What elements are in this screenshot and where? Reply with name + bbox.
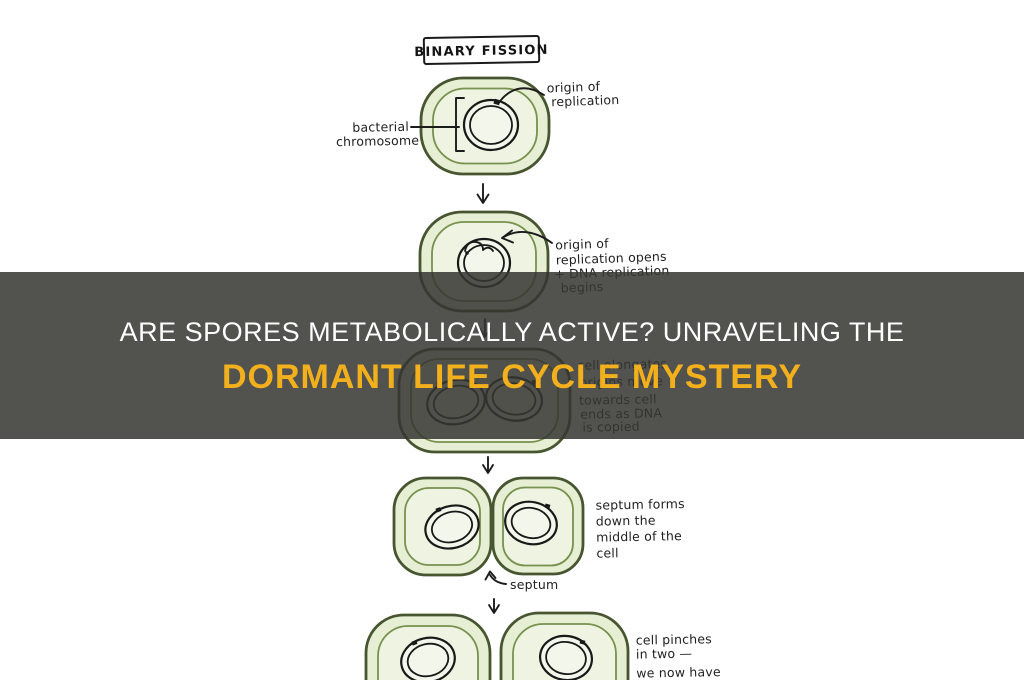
stage1-cell: bacterial chromosome origin of replicati… (336, 76, 620, 176)
stage5-label: cell pinches in two — we now have (636, 631, 721, 680)
svg-text:bacterial: bacterial (352, 119, 409, 135)
origin-of-replication-mark (435, 507, 442, 513)
svg-text:septum forms: septum forms (595, 496, 684, 513)
svg-text:origin of: origin of (555, 236, 609, 253)
stage5-chromosome-right (538, 634, 594, 680)
diagram-title-box: BINARY FISSION (414, 35, 549, 65)
stage5-chromosome-left (400, 636, 456, 680)
stage1-origin-label: origin of replication (546, 79, 620, 110)
stage5-daughter-cells: cell pinches in two — we now have (364, 611, 721, 680)
stage4-label: septum forms down the middle of the cell (595, 496, 684, 561)
stage4-chromosome-right (504, 500, 558, 546)
septum-pointer-arrow (484, 570, 507, 585)
origin-of-replication-mark (465, 251, 469, 255)
septum-label: septum (510, 577, 558, 592)
svg-text:down the: down the (596, 513, 656, 529)
diagram-title-border (422, 35, 541, 65)
replication-bubble (464, 240, 494, 252)
title-banner: ARE SPORES METABOLICALLY ACTIVE? UNRAVEL… (0, 272, 1024, 439)
svg-text:in two —: in two — (636, 646, 692, 662)
origin-of-replication-mark (544, 503, 551, 509)
origin-pointer-line (500, 87, 545, 101)
svg-text:replication: replication (551, 92, 620, 109)
svg-text:we now have: we now have (636, 664, 721, 680)
down-arrow-icon (488, 598, 500, 614)
origin-of-replication-mark (411, 640, 418, 646)
origin-of-replication-mark (579, 639, 586, 645)
svg-text:replication opens: replication opens (556, 249, 667, 268)
down-arrow-icon (482, 456, 494, 474)
stage4-chromosome-left (424, 504, 480, 550)
stage2-pointer-arrow (501, 229, 553, 244)
chromosome-bracket (455, 97, 465, 152)
banner-title-line1: ARE SPORES METABOLICALLY ACTIVE? UNRAVEL… (119, 316, 905, 347)
svg-text:origin of: origin of (546, 79, 600, 96)
stage1-chromosome (462, 98, 520, 152)
svg-text:cell: cell (596, 545, 619, 560)
banner-title-line2: DORMANT LIFE CYCLE MYSTERY (221, 357, 803, 396)
diagram-title: BINARY FISSION (414, 43, 549, 60)
down-arrow-icon (476, 183, 490, 204)
stage1-chromosome-label: bacterial chromosome (336, 119, 420, 149)
stage4-cell-pair: septum forms down the middle of the cell… (392, 476, 685, 592)
svg-text:chromosome: chromosome (336, 133, 420, 149)
origin-of-replication-mark (493, 98, 501, 106)
svg-text:cell pinches: cell pinches (636, 631, 712, 647)
svg-text:middle of the: middle of the (596, 528, 682, 544)
